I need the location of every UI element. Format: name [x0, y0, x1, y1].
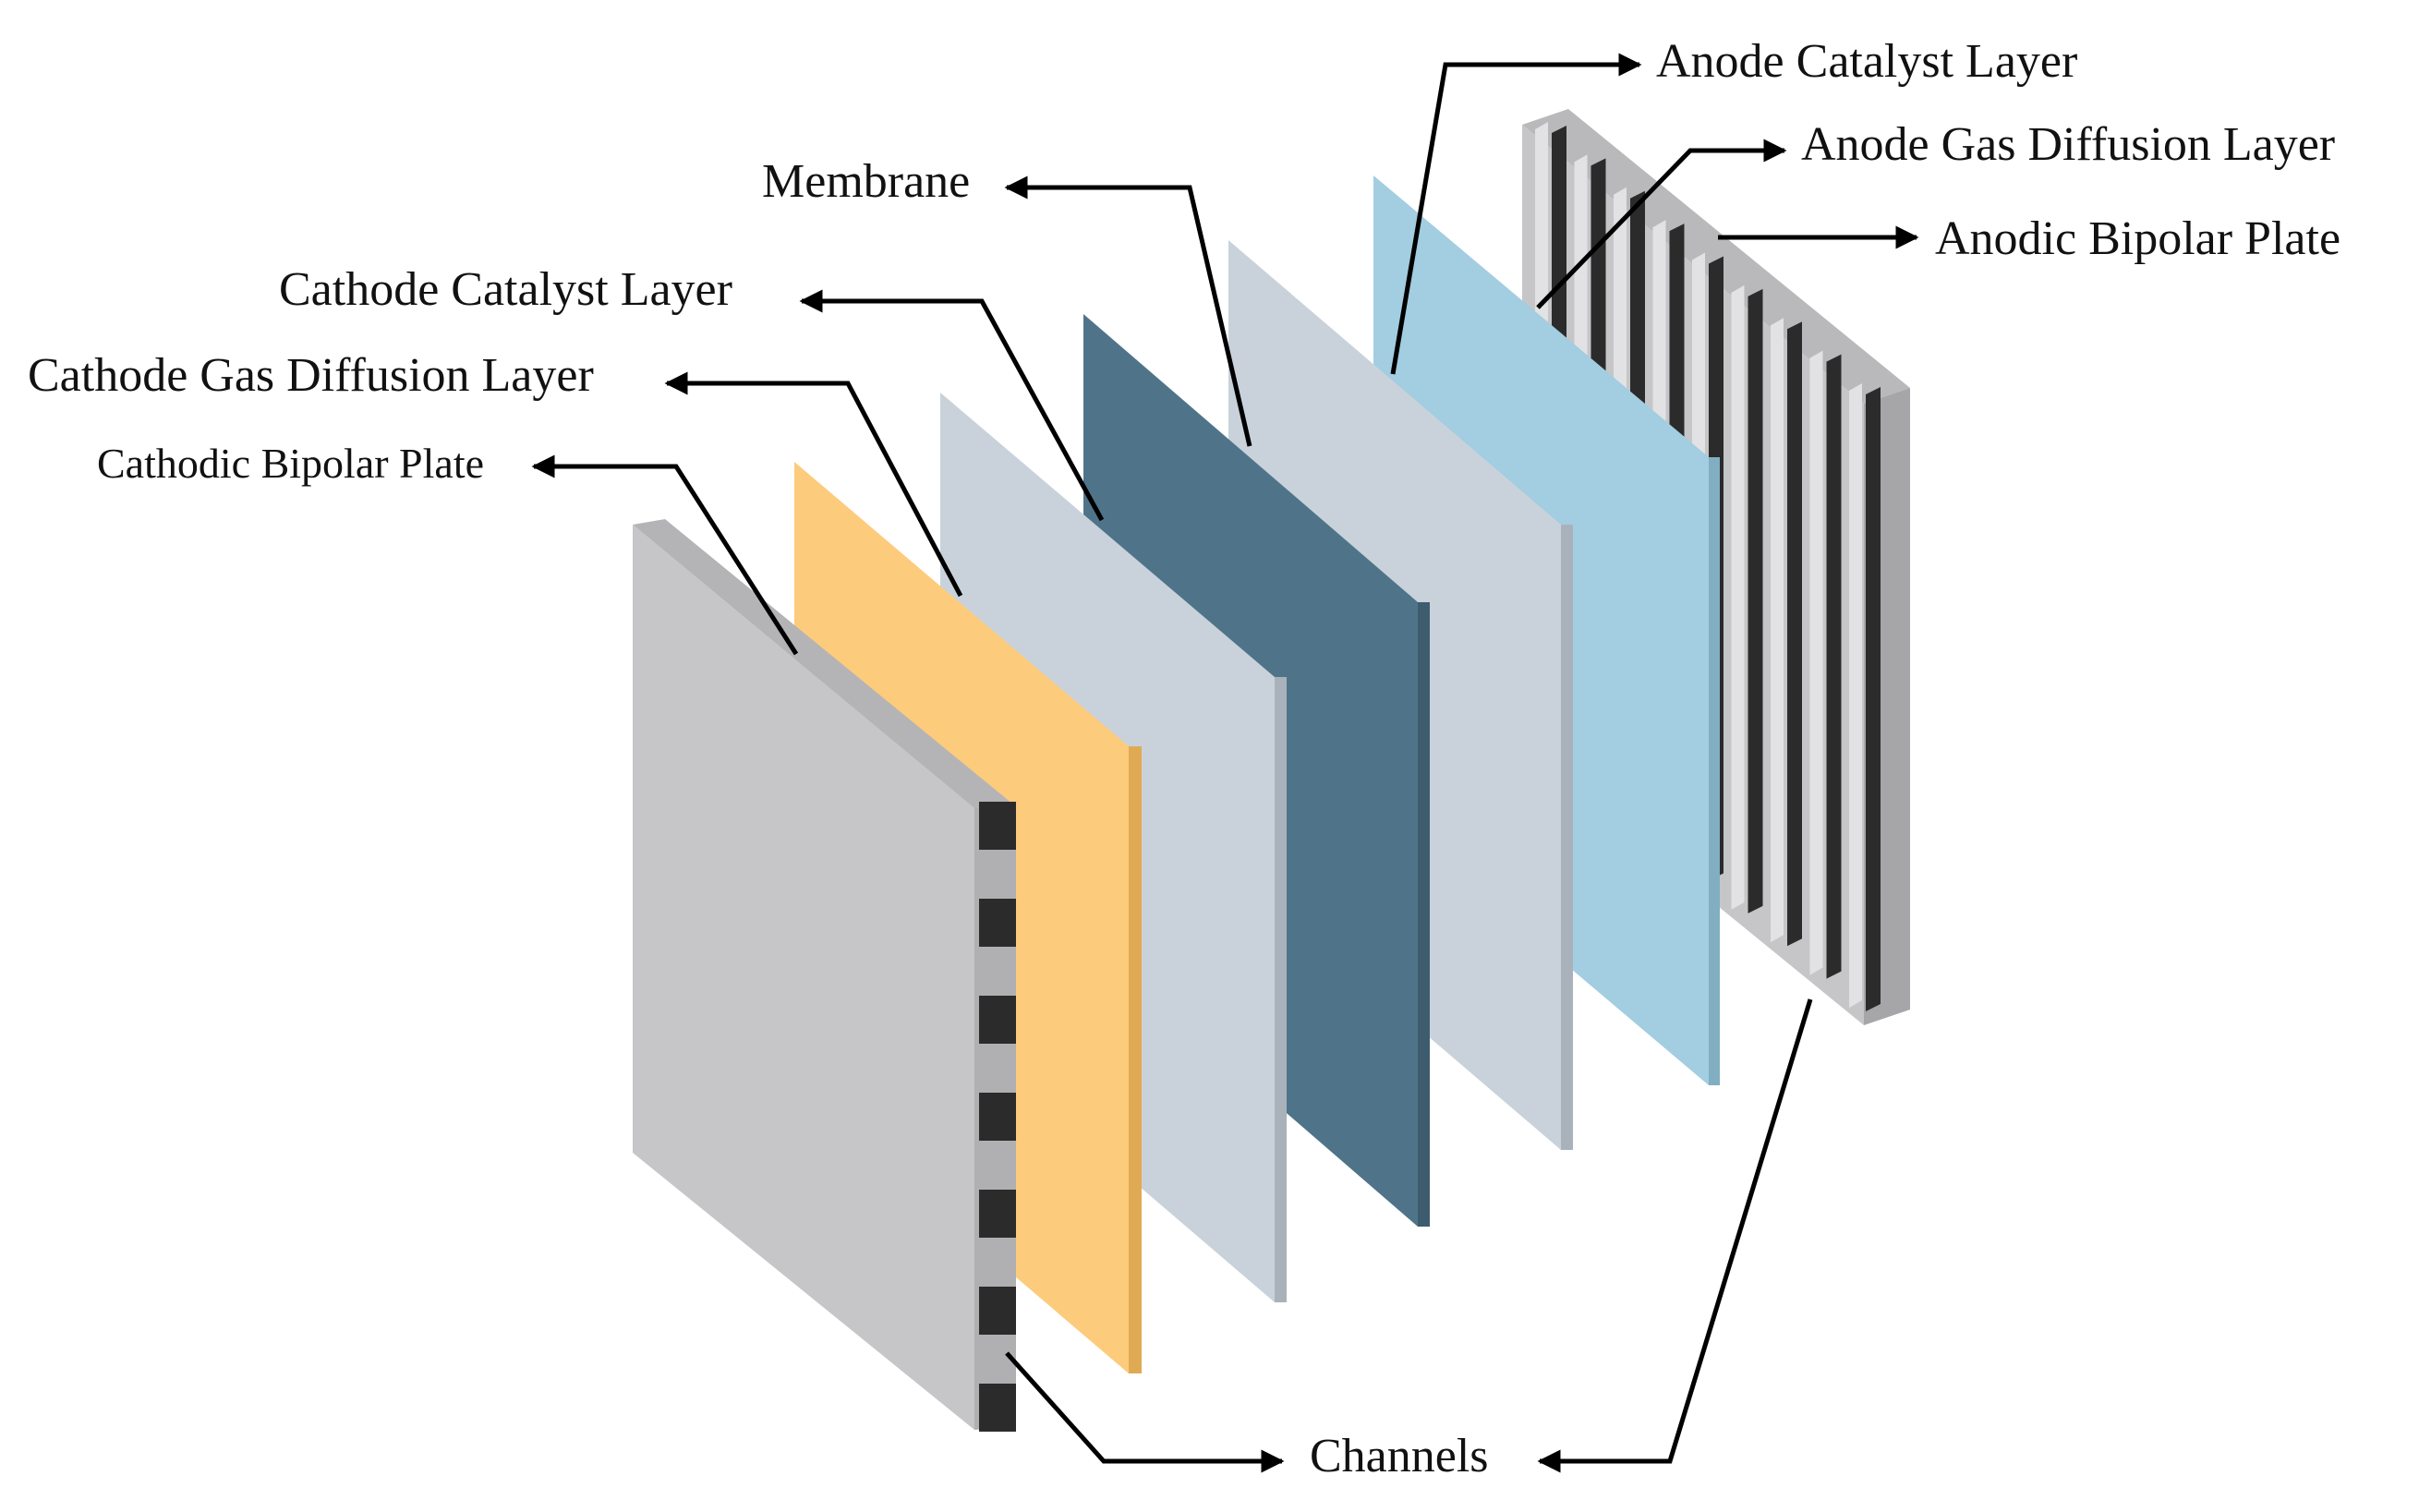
label-channels: Channels	[1310, 1430, 1489, 1482]
cathode-channel	[979, 802, 1016, 850]
cathodic-bipolar-plate	[633, 519, 1016, 1432]
anode-channel	[1866, 387, 1881, 1011]
anode-gdl-edge	[1709, 457, 1720, 1085]
anode-channel	[1748, 288, 1763, 913]
label-cathode-catalyst-layer: Cathode Catalyst Layer	[279, 263, 732, 316]
label-anode-catalyst-layer: Anode Catalyst Layer	[1656, 35, 2077, 88]
leader-cathodic-bipolar-plate	[531, 454, 799, 656]
anode-rib	[1731, 284, 1745, 910]
leader-channels-anode	[1537, 998, 1813, 1473]
cathodic-bipolar-plate-top	[633, 519, 1012, 808]
leader-channels-cathode	[1005, 1351, 1285, 1473]
label-membrane: Membrane	[762, 155, 970, 208]
anode-rib	[1809, 350, 1823, 975]
leader-anode-gas-diffusion-layer	[1536, 139, 1787, 309]
leader-anode-catalyst-layer	[1390, 53, 1642, 375]
label-cathodic-bipolar-plate: Cathodic Bipolar Plate	[97, 440, 484, 487]
cathode-channel	[979, 1287, 1016, 1335]
cathode-catalyst-edge	[1275, 677, 1287, 1302]
cathode-channel	[979, 899, 1016, 947]
cathode-channel	[979, 1190, 1016, 1238]
anode-channel	[1787, 321, 1802, 947]
cathode-channel	[979, 1093, 1016, 1141]
cathode-gdl-edge	[1129, 746, 1142, 1373]
anodic-bipolar-plate-top	[1522, 109, 1910, 404]
membrane-edge	[1418, 602, 1430, 1227]
cathodic-channels	[979, 802, 1016, 1432]
label-anode-gas-diffusion-layer: Anode Gas Diffusion Layer	[1801, 118, 2335, 171]
anode-channel	[1826, 354, 1842, 979]
label-anodic-bipolar-plate: Anodic Bipolar Plate	[1935, 212, 2340, 265]
leader-cathode-gas-diffusion-layer	[664, 371, 963, 598]
anode-rib	[1849, 383, 1862, 1008]
label-cathode-gas-diffusion-layer: Cathode Gas Diffusion Layer	[28, 349, 594, 402]
cathodic-bipolar-plate-face	[633, 525, 974, 1430]
leader-cathode-catalyst-layer	[799, 289, 1105, 522]
leader-membrane	[1004, 175, 1252, 447]
cathode-channel	[979, 996, 1016, 1044]
cathode-channel	[979, 1384, 1016, 1432]
anode-catalyst-edge	[1561, 525, 1573, 1150]
anode-rib	[1771, 318, 1784, 943]
